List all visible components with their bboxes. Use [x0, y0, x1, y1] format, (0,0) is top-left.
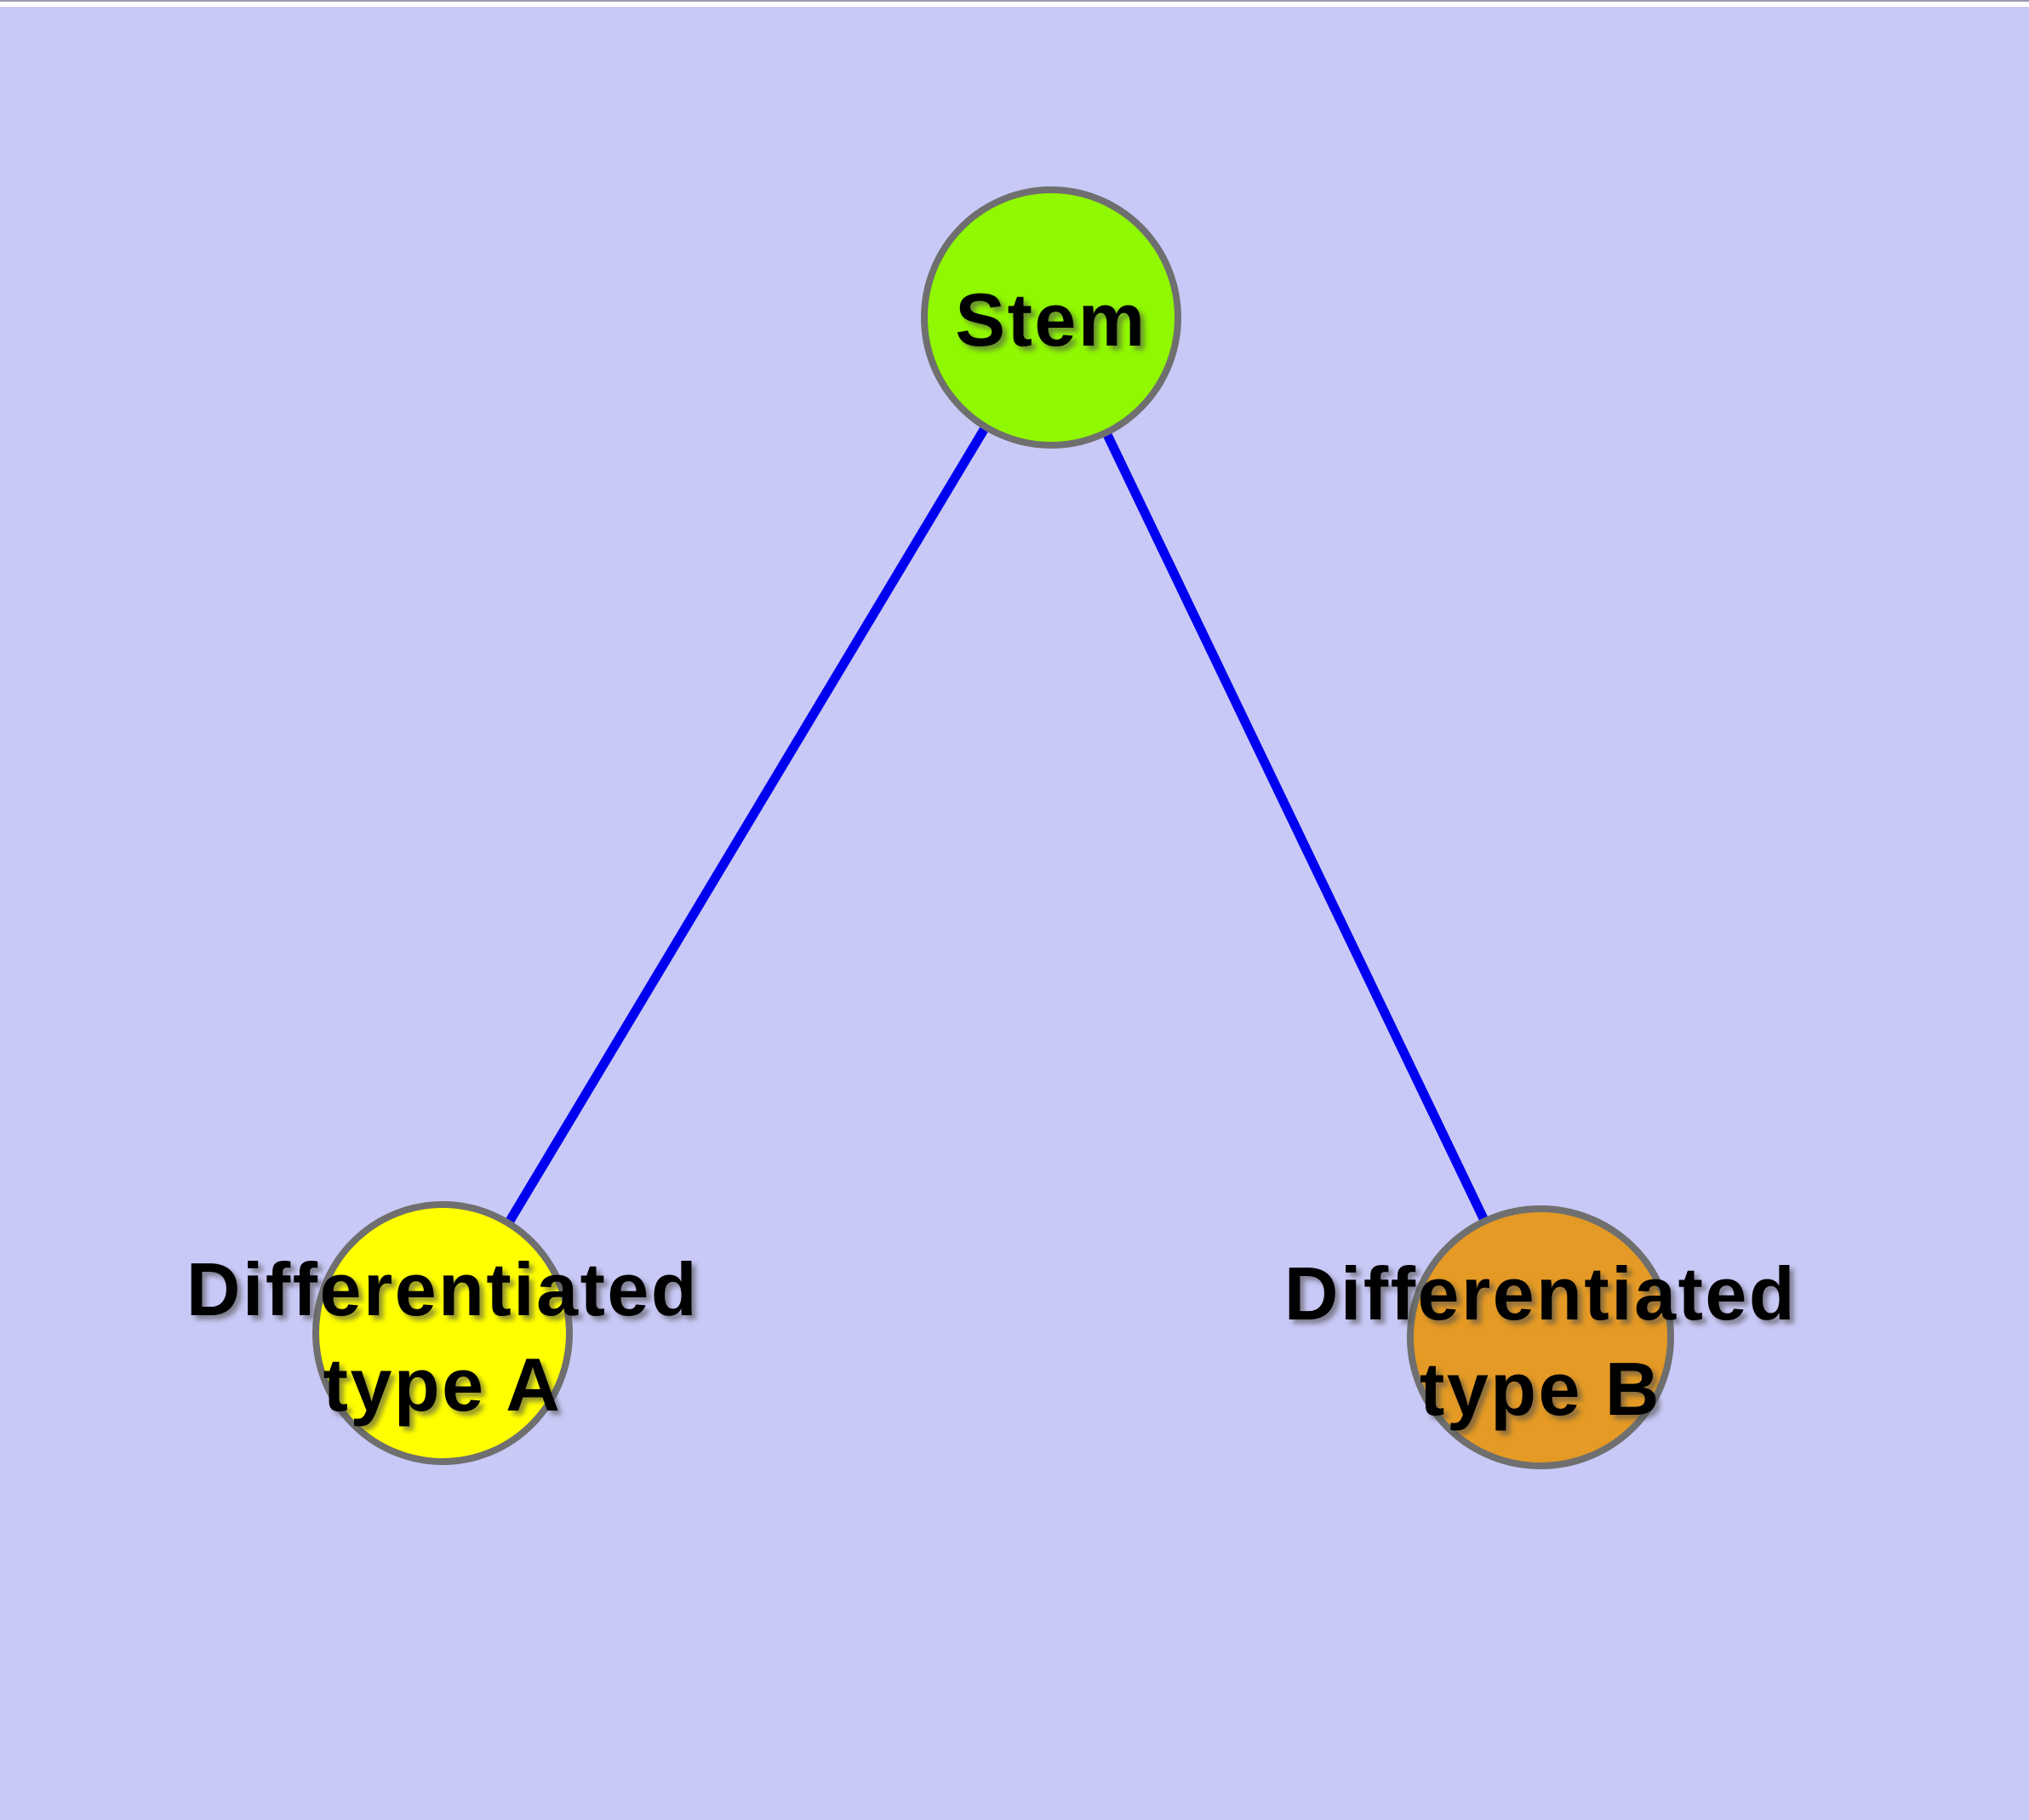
edge-stem-to-differentiated-type-b [1047, 315, 1545, 1340]
node-stem [921, 186, 1181, 449]
node-differentiated-type-a [312, 1201, 573, 1465]
edge-stem-to-differentiated-type-a [438, 315, 1055, 1336]
node-differentiated-type-b [1407, 1205, 1674, 1469]
node-label-stem: Stem [955, 278, 1146, 362]
screenshot-top-edge [0, 0, 2029, 7]
